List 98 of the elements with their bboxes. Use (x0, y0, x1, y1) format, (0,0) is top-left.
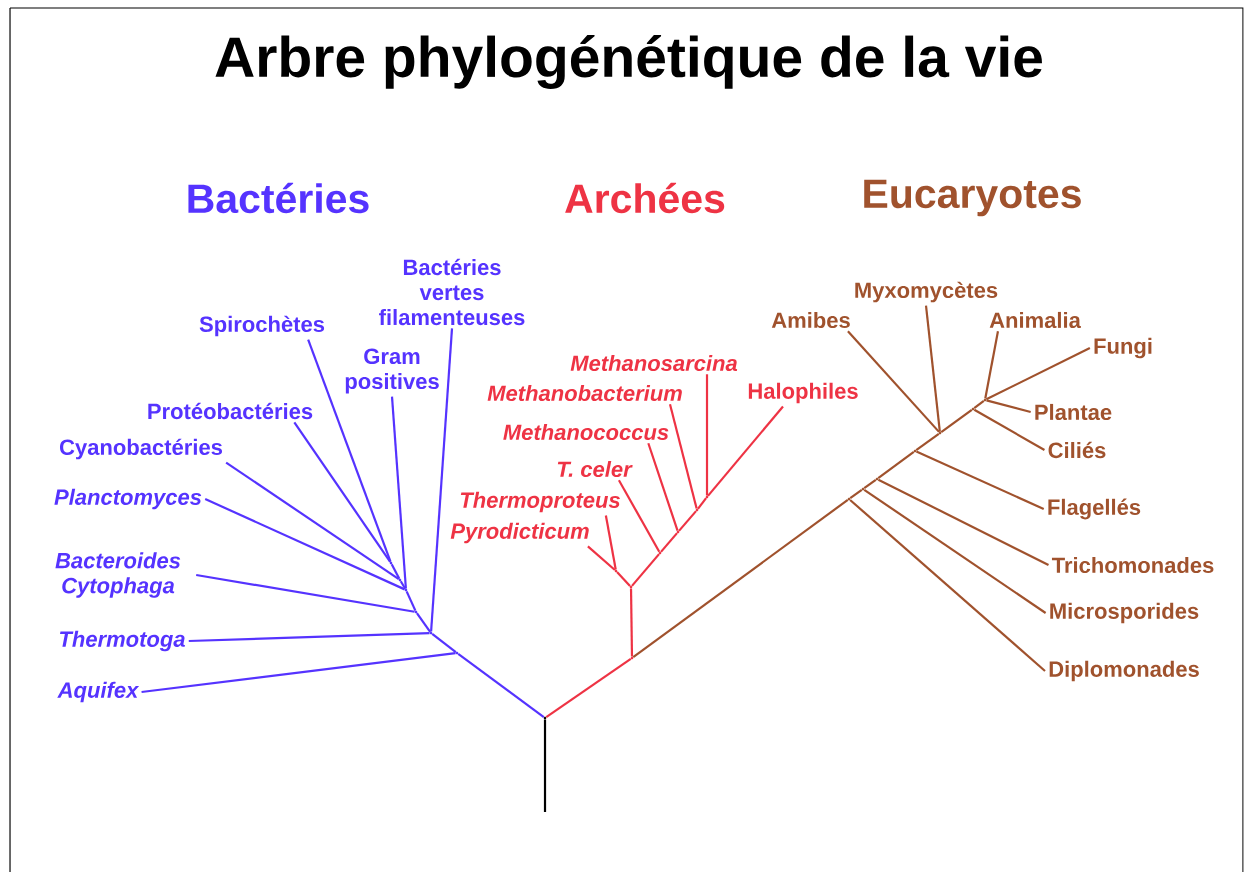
branch-line (697, 497, 707, 510)
branch-line (204, 498, 406, 591)
taxon-label: Trichomonades (1051, 556, 1214, 574)
branch-line (707, 405, 784, 497)
branch-point (414, 610, 418, 614)
branch-point (614, 569, 618, 573)
domain-heading: Eucaryotes (864, 179, 1081, 217)
branch-line (307, 339, 392, 562)
branch-line (431, 633, 457, 653)
branch-line (545, 657, 632, 719)
branch-point (429, 631, 433, 635)
taxon-label: Myxomycètes (855, 281, 998, 303)
taxon-label: Spirochètes (199, 315, 325, 337)
branch-point (658, 551, 662, 555)
branch-line (616, 571, 631, 587)
taxon-label: Methanobacterium (487, 384, 682, 402)
taxon-label: Bacteroides Cytophaga (55, 552, 181, 598)
branch-line (973, 408, 1045, 451)
title: Arbre phylogénétique de la vie (215, 35, 1042, 89)
taxon-label: Diplomonades (1049, 660, 1199, 682)
branch-point (676, 530, 680, 534)
branch-line (915, 450, 1045, 510)
domain-heading: Archées (565, 182, 725, 214)
taxon-label: Cyanobactéries (60, 438, 222, 460)
branch-point (389, 561, 393, 565)
branch-point (404, 588, 408, 592)
branch-line (849, 499, 1046, 672)
taxon-label: Fungi (1094, 337, 1152, 359)
taxon-label: Gram positives (345, 348, 439, 394)
branch-point (543, 716, 547, 720)
branch-point (455, 651, 459, 655)
branch-line (225, 461, 400, 581)
branch-line (457, 653, 545, 718)
branch-line (604, 515, 617, 570)
root-line (543, 719, 547, 812)
branch-point (705, 495, 709, 499)
taxon-label: Protéobactéries (148, 402, 313, 420)
branch-point (938, 431, 942, 435)
taxon-label: Methanococcus (503, 423, 669, 441)
branch-line (915, 432, 940, 451)
branch-line (188, 631, 430, 643)
taxon-label: Planctomyces (54, 488, 202, 510)
branch-line (390, 396, 407, 589)
branch-line (416, 612, 432, 633)
branch-line (985, 347, 1091, 401)
branch-line (986, 399, 1031, 414)
branch-line (631, 553, 660, 587)
branch-point (847, 497, 851, 501)
taxon-label: Halophiles (748, 382, 858, 404)
taxon-label: Thermoproteus (460, 491, 620, 513)
branch-line (196, 573, 415, 613)
taxon-label: Flagellés (1048, 498, 1141, 520)
branch-line (660, 532, 678, 553)
branch-point (861, 487, 865, 491)
branch-line (617, 479, 661, 553)
branch-line (632, 499, 849, 658)
branch-point (630, 656, 634, 660)
branch-line (647, 442, 679, 531)
branch-point (983, 398, 987, 402)
branch-line (847, 330, 940, 433)
branch-line (668, 404, 698, 509)
taxon-label: Pyrodicticum (450, 522, 589, 544)
branch-line (984, 331, 1000, 399)
branch-line (849, 488, 863, 500)
branch-point (398, 578, 402, 582)
taxon-label: Bactéries vertes filamenteuses (379, 258, 525, 326)
taxon-label: Methanosarcina (570, 354, 738, 372)
branch-line (924, 305, 941, 432)
taxon-label: Aquifex (57, 681, 140, 703)
taxon-label: Amibes (771, 311, 850, 329)
branch-point (913, 449, 917, 453)
branch-line (678, 510, 697, 532)
taxon-label: Plantae (1035, 403, 1112, 421)
branch-line (141, 652, 456, 694)
branch-point (875, 477, 879, 481)
taxon-label: T. celer (557, 460, 633, 478)
branch-line (973, 400, 985, 409)
branch-line (877, 478, 1049, 566)
branch-line (405, 590, 417, 612)
branch-point (971, 407, 975, 411)
branch-line (430, 328, 454, 632)
branch-line (940, 409, 973, 433)
branch-line (629, 588, 634, 657)
branch-line (587, 545, 616, 571)
branch-line (705, 374, 709, 496)
taxon-label: Thermotoga (60, 630, 185, 652)
branch-line (863, 488, 1047, 614)
branch-line (877, 451, 915, 479)
branch-line (293, 421, 392, 563)
taxon-label: Animalia (989, 311, 1081, 329)
branch-point (629, 585, 633, 589)
branch-line (399, 580, 407, 590)
branch-line (390, 563, 401, 580)
branch-point (695, 508, 699, 512)
taxon-label: Ciliés (1048, 441, 1106, 459)
domain-heading: Bactéries (188, 182, 369, 214)
taxon-label: Microsporides (1050, 602, 1199, 624)
branch-line (863, 478, 877, 489)
